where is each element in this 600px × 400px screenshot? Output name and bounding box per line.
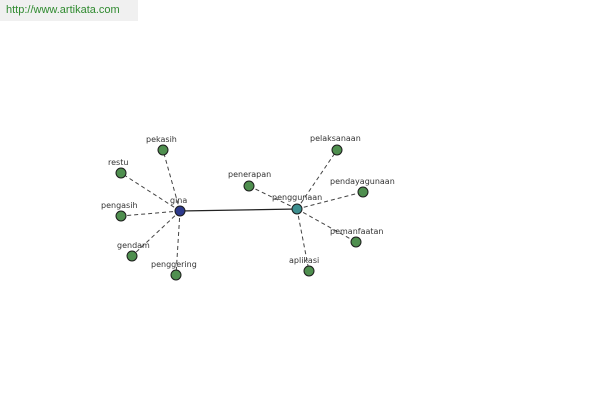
edge-gina-penggunaan [179, 208, 298, 212]
edge-penggunaan-pelaksanaan [296, 149, 338, 210]
leaf-node-restu[interactable] [115, 167, 127, 179]
hub-node-penggunaan[interactable] [291, 203, 303, 215]
node-label-gina[interactable]: gina [170, 196, 187, 205]
edge-penggunaan-pendayagunaan [296, 191, 364, 210]
leaf-node-pelaksanaan[interactable] [331, 144, 343, 156]
edge-gina-restu [120, 172, 181, 212]
edge-gina-pengasih [120, 210, 181, 217]
node-label-penerapan[interactable]: penerapan [228, 170, 271, 179]
node-label-pemanfaatan[interactable]: pemanfaatan [330, 227, 384, 236]
source-url-banner[interactable]: http://www.artikata.com [0, 0, 138, 21]
node-label-pendayagunaan[interactable]: pendayagunaan [330, 177, 395, 186]
node-label-penggunaan[interactable]: penggunaan [272, 193, 322, 202]
edge-gina-pekasih [162, 149, 181, 212]
node-label-aplikasi[interactable]: aplikasi [289, 256, 319, 265]
node-label-pelaksanaan[interactable]: pelaksanaan [310, 134, 361, 143]
leaf-node-pekasih[interactable] [157, 144, 169, 156]
leaf-node-gendam[interactable] [126, 250, 138, 262]
leaf-node-penerapan[interactable] [243, 180, 255, 192]
leaf-node-pengasih[interactable] [115, 210, 127, 222]
node-label-pekasih[interactable]: pekasih [146, 135, 177, 144]
node-label-restu[interactable]: restu [108, 158, 128, 167]
edge-penggunaan-pemanfaatan [296, 208, 357, 243]
hub-node-gina[interactable] [174, 205, 186, 217]
edge-gina-penggering [175, 210, 181, 276]
node-label-pengasih[interactable]: pengasih [101, 201, 138, 210]
node-label-penggering[interactable]: penggering [151, 260, 197, 269]
node-label-gendam[interactable]: gendam [117, 241, 150, 250]
edge-penggunaan-aplikasi [296, 208, 310, 272]
leaf-node-pemanfaatan[interactable] [350, 236, 362, 248]
leaf-node-aplikasi[interactable] [303, 265, 315, 277]
edge-gina-gendam [131, 210, 181, 257]
leaf-node-penggering[interactable] [170, 269, 182, 281]
leaf-node-pendayagunaan[interactable] [357, 186, 369, 198]
edge-penggunaan-penerapan [248, 185, 298, 210]
